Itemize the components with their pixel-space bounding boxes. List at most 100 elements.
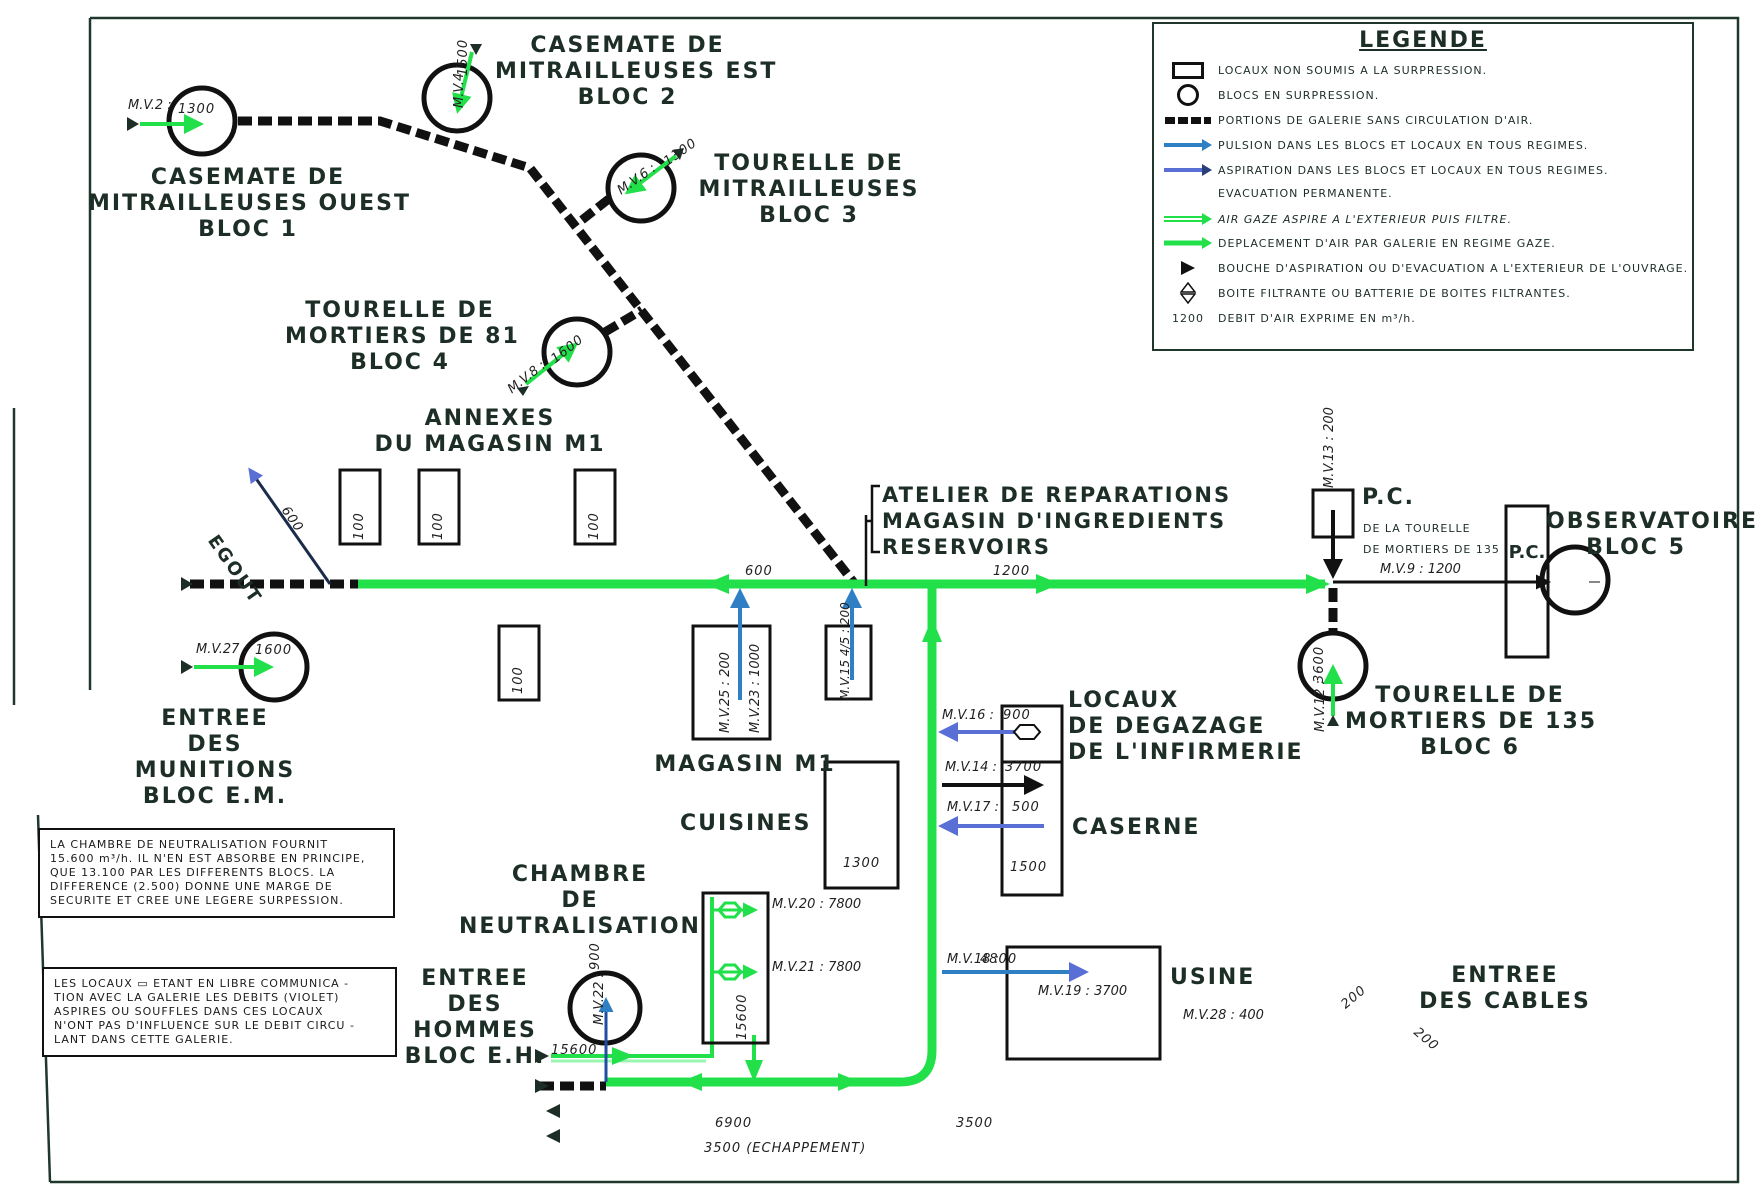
atelier-room: [824, 624, 873, 701]
pc-title: P.C.: [1362, 485, 1415, 510]
legend-item: BOUCHE D'ASPIRATION OU D'EVACUATION A L'…: [1164, 257, 1688, 279]
gallery-flow-east: 1200: [993, 564, 1031, 579]
flow-value-sample: 1200: [1172, 311, 1204, 325]
usine-mv19: M.V.19 : 3700: [1038, 984, 1128, 999]
pc-subtitle: DE LA TOURELLE DE MORTIERS DE 135: [1363, 522, 1500, 556]
caserne-mv14: M.V.14 :: [945, 760, 997, 775]
observatoire-pc-room: [1504, 504, 1550, 659]
bloc4-title: TOURELLE DE MORTIERS DE 81 BLOC 4: [285, 298, 520, 375]
arrow-east-1200: [1036, 574, 1060, 594]
annexe-room-1: [338, 468, 382, 546]
arrow-west-600: [705, 574, 729, 594]
bloc3-title: TOURELLE DE MITRAILLEUSES BLOC 3: [698, 151, 920, 228]
bloc-eh-mv-label: M.V.22 :: [592, 973, 607, 1025]
legend-item: PULSION DANS LES BLOCS ET LOCAUX EN TOUS…: [1164, 134, 1588, 156]
gallery-flow-return-b: 3500: [956, 1116, 994, 1131]
gallery-no-circulation: [190, 116, 1338, 1091]
arrow-up-caserne: [922, 618, 942, 642]
bloc6-title: TOURELLE DE MORTIERS DE 135 BLOC 6: [1345, 683, 1598, 760]
legend-item: LOCAUX NON SOUMIS A LA SURPRESSION.: [1164, 59, 1487, 81]
neutralisation-out: 15600: [735, 993, 750, 1040]
legend-item: ASPIRATION DANS LES BLOCS ET LOCAUX EN T…: [1164, 159, 1608, 181]
usine-flow18: 4800: [980, 952, 1018, 967]
atelier-line-3: RESERVOIRS: [882, 535, 1051, 559]
violet-arrow-icon: [1164, 159, 1212, 181]
legend: LEGENDE LOCAUX NON SOUMIS A LA SURPRESSI…: [1152, 22, 1694, 351]
bloc5-pc-label: P.C.: [1508, 542, 1546, 563]
neutralisation-mv21: M.V.21 : 7800: [772, 960, 862, 975]
legend-title: LEGENDE: [1359, 28, 1487, 53]
bloc1-circle: [166, 85, 238, 157]
filter-box-icon: [1012, 724, 1042, 740]
pulsion-aspiration-flows: [248, 467, 1600, 1082]
caserne-flow17: 500: [1012, 800, 1040, 815]
neutralisation-title: CHAMBRE DE NEUTRALISATION: [459, 862, 701, 939]
cuisines-title: CUISINES: [680, 811, 812, 836]
arrow-return-east: [838, 1073, 860, 1091]
arrow-neutral-down: [745, 1060, 763, 1082]
caserne-room: [1000, 760, 1064, 897]
cuisines-flow: 1300: [843, 856, 881, 871]
usine-title: USINE: [1170, 965, 1256, 990]
bloc1-flow: 1300: [178, 102, 216, 117]
bloc-eh-flow: 900: [588, 942, 603, 970]
gallery-flow-return-a: 6900: [715, 1116, 753, 1131]
caserne-mv17: M.V.17 :: [947, 800, 999, 815]
gallery-bloc1-bloc2: [238, 116, 859, 587]
legend-item: PORTIONS DE GALERIE SANS CIRCULATION D'A…: [1164, 109, 1533, 131]
gallery-flow-exhaust: 3500 (ECHAPPEMENT): [704, 1141, 867, 1156]
blue-arrow-icon: [1164, 134, 1212, 156]
degazage-flow: 900: [1003, 708, 1031, 723]
bloc6-mv-label: M.V.12 :: [1313, 680, 1328, 732]
vent-icon: [181, 577, 193, 591]
vent-icon: [470, 44, 482, 55]
bloc2-circle: [421, 62, 493, 134]
magasin-m1-title: MAGASIN M1: [654, 752, 836, 777]
caserne-flow: 1500: [1010, 860, 1048, 875]
bloc5-circle: [1539, 544, 1611, 616]
bloc2-title: CASEMATE DE MITRAILLEUSES EST BLOC 2: [495, 33, 778, 110]
exterior-vents: [127, 44, 1339, 1143]
annexe-flow: 100: [511, 666, 526, 694]
atelier-bracket: [866, 484, 880, 554]
arrow-return-west: [680, 1073, 702, 1091]
filter-boxes: [712, 901, 758, 981]
atelier-mv: M.V.15 4/5 : 200: [838, 602, 852, 700]
bloc-eh-intake-flow: 15600: [551, 1043, 598, 1058]
vent-icon: [672, 148, 684, 160]
vent-icon: [535, 1049, 549, 1063]
gas-regime-gallery: [358, 579, 1325, 1087]
magasin-m1-mv-a: M.V.25 : 200: [718, 652, 733, 733]
note-surpression: LA CHAMBRE DE NEUTRALISATION FOURNIT 15.…: [38, 828, 395, 918]
usine-room: [1005, 945, 1162, 1061]
annexe-room-3: [573, 468, 617, 546]
bloc1-title: CASEMATE DE MITRAILLEUSES OUEST BLOC 1: [88, 165, 411, 242]
bloc5-title: OBSERVATOIRE BLOC 5: [1546, 509, 1758, 560]
bloc-em-mv-label: M.V.27 :: [196, 642, 248, 657]
legend-item: EVACUATION PERMANENTE.: [1218, 186, 1393, 200]
triangle-icon: [1164, 257, 1212, 279]
gallery-bloc3-branch: [579, 194, 613, 224]
vent-icon: [535, 1079, 549, 1093]
arrow-east-pc: [1306, 574, 1330, 594]
bloc6-flow: 3600: [1312, 645, 1327, 683]
annexe-flow: 100: [431, 512, 446, 540]
bloc-em-flow: 1600: [255, 643, 293, 658]
gallery-bloc4-branch: [602, 306, 645, 336]
annexe-room-2: [417, 468, 461, 546]
vent-icon: [517, 386, 529, 396]
annexes-title: ANNEXES DU MAGASIN M1: [374, 406, 606, 457]
magasin-m1-mv-b: M.V.23 : 1000: [748, 643, 763, 733]
green-arrow-icon: [1164, 232, 1212, 254]
vent-icon: [127, 117, 139, 131]
vent-icon: [546, 1129, 560, 1143]
bloc3-circle: [605, 152, 677, 224]
degazage-mv: M.V.16 :: [942, 708, 994, 723]
vent-icon: [546, 1104, 560, 1118]
arrow-eh-intake: [612, 1047, 634, 1065]
legend-item: BLOCS EN SURPRESSION.: [1164, 84, 1379, 106]
rectangle-icon: [1164, 59, 1212, 81]
annexe-flow: 100: [587, 512, 602, 540]
usine-mv28: M.V.28 : 400: [1183, 1008, 1264, 1023]
